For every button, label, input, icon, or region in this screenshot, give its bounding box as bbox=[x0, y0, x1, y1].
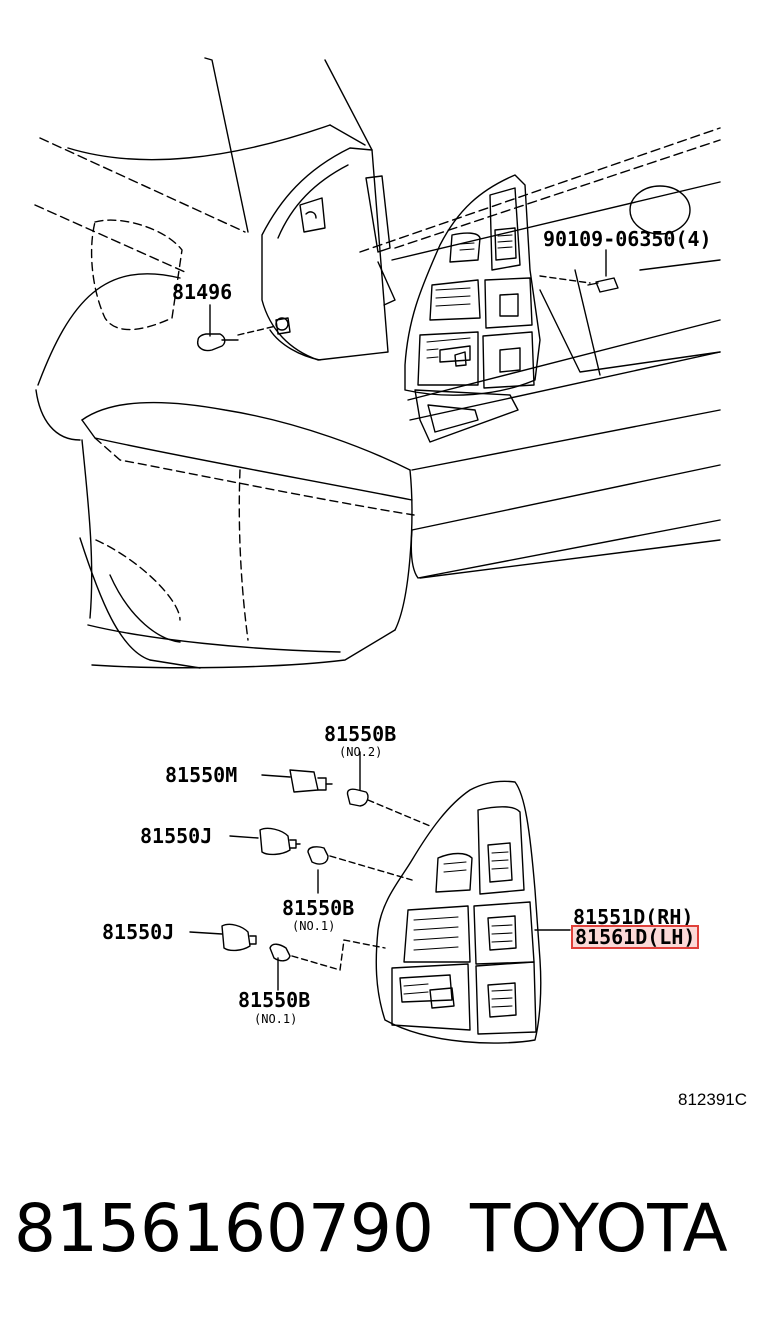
label-81561D-lh-highlighted[interactable]: 81561D(LH) bbox=[571, 925, 700, 949]
diagram-reference-code: 812391C bbox=[678, 1090, 748, 1109]
label-81550B-no2: 81550B bbox=[324, 722, 397, 746]
label-81550B-no1-low-sub: (NO.1) bbox=[254, 1012, 298, 1026]
label-81496: 81496 bbox=[172, 280, 233, 304]
socket-81550J-lower-part bbox=[189, 923, 257, 952]
bulb-81550B-no2-part bbox=[346, 751, 431, 827]
brand-name: TOYOTA bbox=[470, 1190, 728, 1267]
installed-tail-lamp bbox=[404, 174, 541, 396]
label-81550J-upper: 81550J bbox=[140, 824, 213, 848]
label-90109-06350: 90109-06350(4) bbox=[543, 227, 712, 251]
label-81550J-lower: 81550J bbox=[102, 920, 175, 944]
socket-81550M-part bbox=[261, 769, 333, 793]
label-81550M: 81550M bbox=[165, 763, 238, 787]
bulb-81550B-no1-mid-part bbox=[307, 846, 413, 894]
tail-lamp-assembly bbox=[375, 780, 571, 1044]
screw-90109-part bbox=[539, 249, 619, 293]
label-81550B-no1-mid-sub: (NO.1) bbox=[292, 919, 336, 933]
socket-81550J-upper-part bbox=[229, 827, 301, 856]
part-number: 8156160790 bbox=[14, 1190, 434, 1267]
vehicle-rear-body bbox=[34, 57, 721, 669]
bulb-81550B-no1-low-part bbox=[269, 939, 386, 991]
label-81550B-no1-mid: 81550B bbox=[282, 896, 355, 920]
label-81550B-no1-low: 81550B bbox=[238, 988, 311, 1012]
clip-81496-part bbox=[197, 304, 289, 352]
label-81550B-no2-sub: (NO.2) bbox=[339, 745, 383, 759]
